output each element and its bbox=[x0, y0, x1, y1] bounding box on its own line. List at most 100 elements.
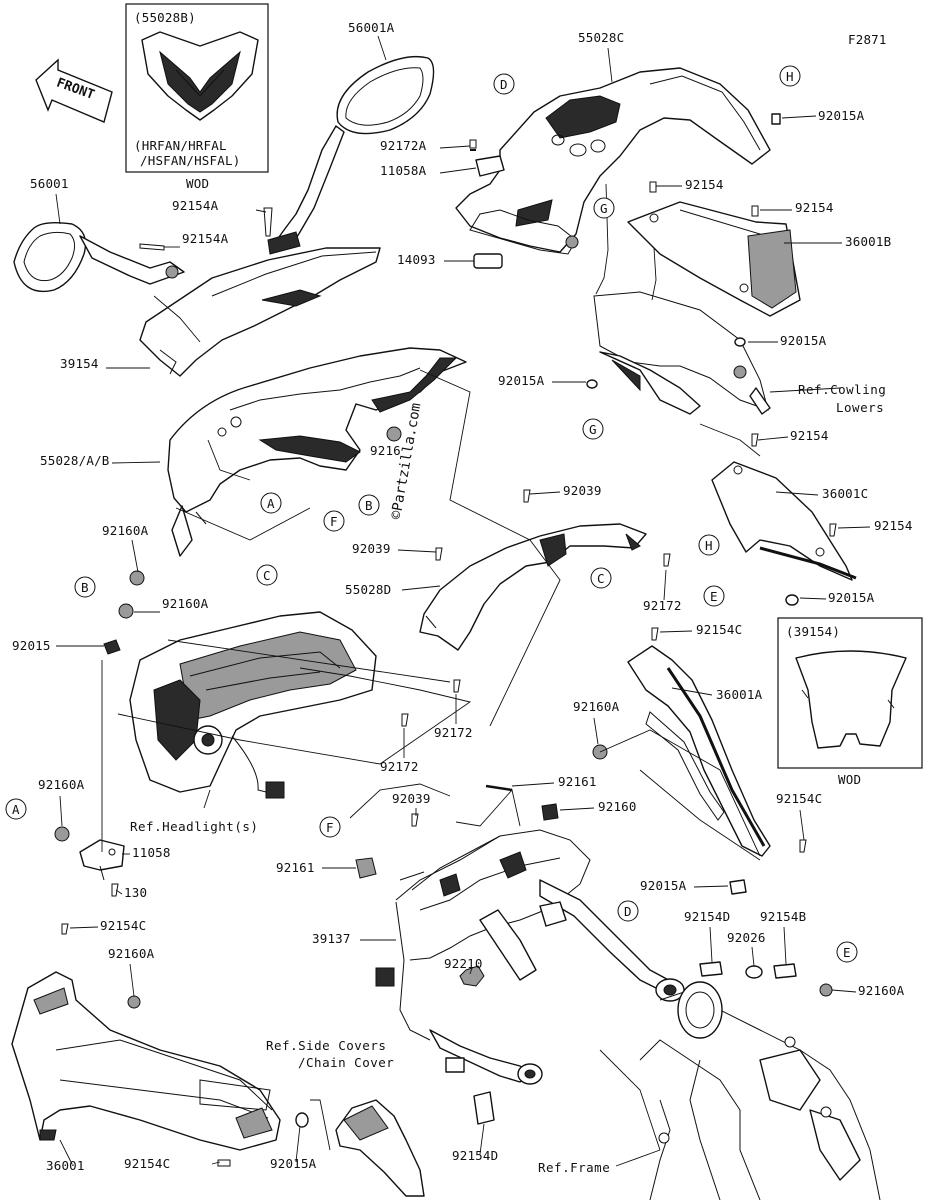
svg-text:H: H bbox=[786, 69, 794, 84]
part-callout-92154c-1: 92154C bbox=[696, 622, 742, 637]
part-callout-92015a-4: 92015A bbox=[828, 590, 875, 605]
part-callout-92154c-3: 92154C bbox=[100, 918, 146, 933]
watermark: ©Partzilla.com bbox=[388, 402, 424, 521]
bracket-11058a bbox=[475, 155, 505, 177]
cover-55028d bbox=[419, 523, 647, 651]
variant-box-2-caption: WOD bbox=[838, 772, 861, 787]
inner-lower-cover bbox=[593, 291, 771, 415]
svg-text:H: H bbox=[705, 538, 713, 553]
part-callout-55028d: 55028D bbox=[345, 582, 391, 597]
part-callout-92210: 92210 bbox=[444, 956, 483, 971]
part-callout-92154c-2: 92154C bbox=[776, 791, 822, 806]
part-callout-36001b: 36001B bbox=[845, 234, 891, 249]
grommet-92160a-2 bbox=[118, 603, 134, 619]
inner-panel-36001b bbox=[627, 201, 801, 317]
variant-box-1-models-1: (HRFAN/HRFAL bbox=[134, 138, 227, 153]
marker-a-left: A bbox=[5, 798, 27, 820]
part-callout-55028c: 55028C bbox=[578, 30, 624, 45]
part-callout-92154-2: 92154 bbox=[795, 200, 834, 215]
part-callout-92160a-3: 92160A bbox=[573, 699, 620, 714]
bushing-92161 bbox=[355, 857, 377, 879]
ref-cowling-lowers-line-1: Ref.Cowling bbox=[798, 382, 886, 397]
part-callout-92154a-1: 92154A bbox=[172, 198, 219, 213]
svg-text:B: B bbox=[365, 498, 373, 513]
ref-frame: Ref.Frame bbox=[538, 1160, 610, 1175]
marker-h-top: H bbox=[779, 65, 801, 87]
marker-b-mid: B bbox=[358, 494, 380, 516]
ref-chain-cover: /Chain Cover bbox=[298, 1055, 394, 1070]
part-callout-92161-2: 92161 bbox=[276, 860, 315, 875]
variant-box-1-models-2: /HSFAN/HSFAL) bbox=[140, 153, 240, 168]
callout-labels: 56001A5600192154A92154A3915455028/A/B921… bbox=[12, 20, 912, 1173]
part-callout-92154b: 92154B bbox=[760, 909, 806, 924]
clip-92015 bbox=[103, 639, 121, 655]
group-lines bbox=[117, 183, 761, 1151]
part-callout-92015a-1: 92015A bbox=[818, 108, 865, 123]
part-callout-92015a-5: 92015A bbox=[640, 878, 687, 893]
figure-code: F2871 bbox=[848, 32, 887, 47]
bolt-92154b bbox=[773, 963, 797, 979]
marker-f-mid: F bbox=[323, 510, 345, 532]
svg-text:A: A bbox=[12, 802, 20, 817]
bracket-11058 bbox=[79, 839, 125, 881]
leader-lines bbox=[55, 35, 871, 1167]
part-callout-92154d-2: 92154D bbox=[452, 1148, 498, 1163]
grommet-92160a-1 bbox=[129, 570, 145, 586]
grommet-92160 bbox=[541, 803, 559, 821]
side-cover-36001 bbox=[11, 971, 281, 1151]
svg-text:C: C bbox=[597, 571, 605, 586]
frame-reference bbox=[639, 981, 881, 1200]
rod-92161 bbox=[485, 784, 513, 792]
washer-92026 bbox=[745, 965, 763, 979]
part-callout-92039-2: 92039 bbox=[352, 541, 391, 556]
svg-text:C: C bbox=[263, 568, 271, 583]
part-callout-39154: 39154 bbox=[60, 356, 99, 371]
bolt-92154d-1 bbox=[699, 961, 723, 977]
svg-text:G: G bbox=[600, 201, 608, 216]
part-callout-36001c: 36001C bbox=[822, 486, 868, 501]
svg-text:G: G bbox=[589, 422, 597, 437]
part-callout-92015a-6: 92015A bbox=[270, 1156, 317, 1171]
marker-g-top: G bbox=[593, 197, 615, 219]
part-callout-92161-1: 92161 bbox=[558, 774, 597, 789]
svg-text:D: D bbox=[624, 904, 632, 919]
part-callout-92172a: 92172A bbox=[380, 138, 427, 153]
part-callout-92154d-1: 92154D bbox=[684, 909, 730, 924]
variant-box-1-code: (55028B) bbox=[134, 10, 196, 25]
part-callout-56001a: 56001A bbox=[348, 20, 395, 35]
marker-b-left: B bbox=[74, 576, 96, 598]
mirror-56001a bbox=[267, 55, 435, 255]
part-callout-92160a-4: 92160A bbox=[38, 777, 85, 792]
variant-box-39154: (39154) WOD bbox=[777, 617, 923, 787]
part-callout-14093: 14093 bbox=[397, 252, 436, 267]
variant-box-55028b: (55028B) (HRFAN/HRFAL /HSFAN/HSFAL) WOD bbox=[125, 3, 269, 191]
marker-g-bottom: G bbox=[582, 418, 604, 440]
part-callout-56001: 56001 bbox=[30, 176, 69, 191]
windshield-39154 bbox=[139, 247, 381, 377]
part-callout-92172-1: 92172 bbox=[643, 598, 682, 613]
grommet-92160a-5 bbox=[819, 983, 833, 997]
part-callout-92154a-2: 92154A bbox=[182, 231, 229, 246]
svg-text:F: F bbox=[330, 514, 338, 529]
marker-e-frame: E bbox=[836, 941, 858, 963]
upper-cowling-55028 bbox=[167, 347, 467, 557]
svg-text:F: F bbox=[326, 820, 334, 835]
side-inner-panel-36001c bbox=[711, 461, 857, 581]
part-callout-92039-3: 92039 bbox=[392, 791, 431, 806]
part-callout-92160-1: 9216 bbox=[370, 443, 401, 458]
part-callout-92160: 92160 bbox=[598, 799, 637, 814]
svg-text:D: D bbox=[500, 77, 508, 92]
headlight-assembly bbox=[129, 611, 377, 799]
part-callout-92172-2: 92172 bbox=[434, 725, 473, 740]
bolt-92154d-2 bbox=[473, 1091, 495, 1125]
part-callout-92015a-3: 92015A bbox=[498, 373, 545, 388]
part-callout-92160a-5: 92160A bbox=[108, 946, 155, 961]
marker-e-right: E bbox=[703, 585, 725, 607]
marker-c-left: C bbox=[256, 564, 278, 586]
cowling-bracket-39137 bbox=[375, 829, 685, 1085]
side-panel-36001a bbox=[627, 645, 771, 857]
part-callout-92160a-2: 92160A bbox=[162, 596, 209, 611]
front-direction-arrow: FRONT bbox=[35, 58, 113, 123]
part-callout-92160a-6: 92160A bbox=[858, 983, 905, 998]
